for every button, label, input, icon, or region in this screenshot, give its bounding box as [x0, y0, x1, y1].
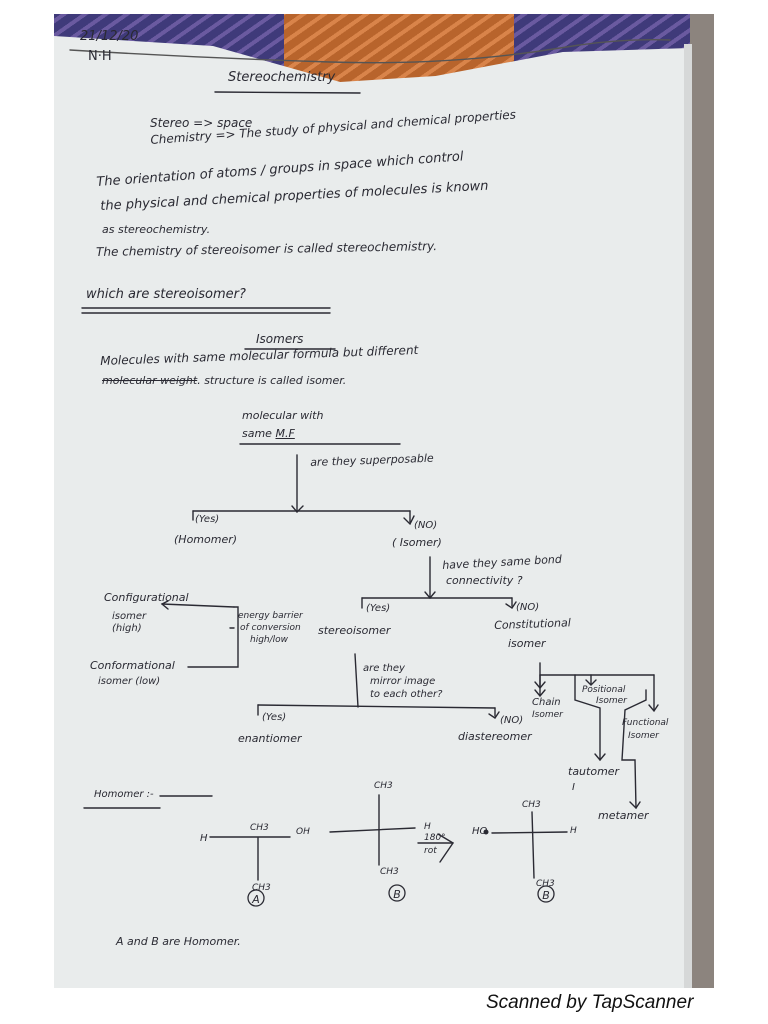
- flow-configurational-3: (high): [112, 623, 142, 634]
- flow-question-mirror-3: to each other?: [370, 689, 443, 700]
- rotation-label: rot: [424, 846, 437, 856]
- paragraph-line: as stereochemistry.: [102, 223, 211, 236]
- struck-text: molecular weight: [102, 374, 198, 387]
- flow-no3: (NO): [500, 715, 524, 726]
- molecule-b2-bottom: CH3: [536, 879, 555, 889]
- flow-yes2: (Yes): [366, 603, 391, 614]
- rotation-angle: 180°: [424, 833, 446, 843]
- molecule-b2-left: HO: [472, 826, 488, 837]
- flow-tautomer: tautomer: [568, 765, 620, 778]
- label-b: B: [542, 889, 550, 902]
- flow-enantiomer: enantiomer: [238, 732, 302, 745]
- molecule-b1-right: H: [424, 822, 431, 832]
- homomer-heading: Homomer :-: [94, 789, 154, 800]
- molecule-b1-label: B: [389, 885, 405, 903]
- molecule-a-label: A: [248, 890, 264, 908]
- flow-functional-1: Functional: [622, 718, 669, 728]
- flow-constitutional-1: Constitutional: [493, 616, 572, 632]
- scanned-photo: [54, 14, 714, 988]
- flow-chain-1: Chain: [532, 697, 561, 708]
- page-title: Stereochemistry: [228, 70, 336, 85]
- flow-configurational-1: Configurational: [104, 591, 189, 604]
- flow-yes1: (Yes): [195, 514, 220, 525]
- flow-energy-1: energy barrier: [238, 611, 303, 621]
- molecule-b2-label: B: [538, 886, 554, 904]
- flow-chain-2: Isomer: [532, 710, 563, 720]
- molecule-a-left: H: [200, 833, 208, 844]
- isomer-definition-line2: molecular weight. structure is called is…: [102, 375, 346, 386]
- molecule-b1-top: CH3: [374, 781, 393, 791]
- flow-stereoisomer: stereoisomer: [318, 624, 391, 637]
- flow-energy-2: of conversion: [240, 623, 301, 633]
- question-heading: which are stereoisomer?: [86, 287, 246, 302]
- flow-positional-2: Isomer: [596, 696, 627, 706]
- flow-conformational-2: isomer (low): [98, 676, 161, 687]
- homomer-conclusion: A and B are Homomer.: [116, 935, 241, 948]
- flow-root-line1: molecular with: [242, 409, 324, 422]
- page-edge: [690, 14, 714, 988]
- flow-diastereomer: diastereomer: [458, 730, 532, 743]
- page-edge-inner: [684, 44, 692, 988]
- flow-root-line2: same M.F: [242, 428, 295, 439]
- flow-metamer: metamer: [598, 809, 649, 822]
- date: 21/12/20: [80, 29, 139, 44]
- molecule-a-right: OH: [296, 827, 310, 837]
- flow-root-mf: M.F: [275, 427, 295, 440]
- molecule-b1-bottom: CH3: [380, 867, 399, 877]
- scanner-watermark: Scanned by TapScanner: [486, 992, 694, 1013]
- flow-isomer: ( Isomer): [392, 536, 442, 549]
- molecule-b2-right: H: [570, 826, 577, 836]
- flow-no2: (NO): [516, 602, 540, 613]
- flow-question-connectivity-2: connectivity ?: [446, 574, 523, 587]
- flow-positional-1: Positional: [582, 685, 626, 695]
- flow-constitutional-2: isomer: [508, 637, 546, 650]
- flow-no1: (NO): [414, 520, 438, 531]
- flow-functional-2: Isomer: [628, 731, 659, 741]
- molecule-a-top: CH3: [250, 823, 269, 833]
- flow-question-mirror-2: mirror image: [370, 676, 436, 687]
- flow-energy-3: high/low: [250, 635, 289, 645]
- flow-conformational-1: Conformational: [90, 659, 175, 672]
- isomer-definition-rest: . structure is called isomer.: [197, 374, 347, 387]
- label-b: B: [393, 888, 401, 901]
- initials: N·H: [88, 49, 112, 64]
- flow-configurational-2: isomer: [112, 611, 147, 622]
- flow-root-same: same: [242, 427, 272, 440]
- flow-tautomer-mark: I: [572, 782, 575, 793]
- molecule-b2-top: CH3: [522, 800, 541, 810]
- flow-yes3: (Yes): [262, 712, 287, 723]
- flow-question-mirror-1: are they: [363, 663, 405, 674]
- flow-homomer: (Homomer): [174, 533, 238, 546]
- isomers-heading: Isomers: [256, 332, 304, 346]
- label-a: A: [252, 893, 260, 906]
- definition-stereo: Stereo => space: [150, 116, 253, 130]
- molecule-a-bottom: CH3: [252, 883, 271, 893]
